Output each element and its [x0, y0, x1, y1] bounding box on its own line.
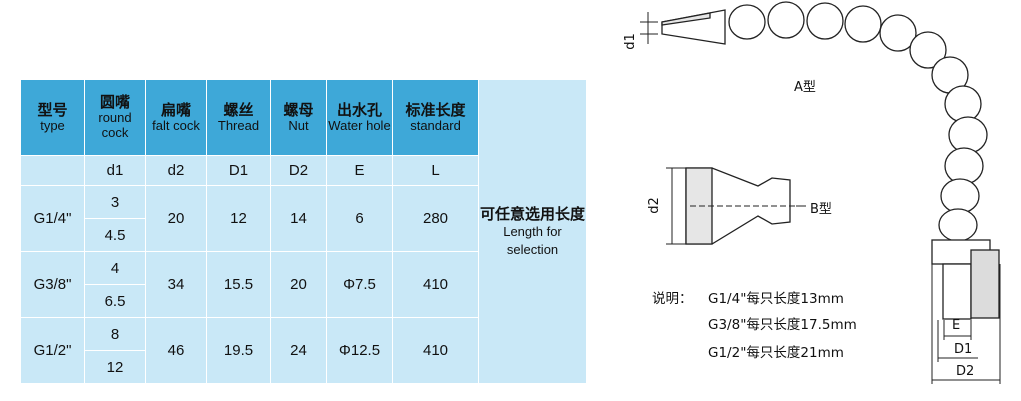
d1-cell: 8: [84, 317, 146, 351]
header-standard-cn: 标准长度: [405, 100, 466, 119]
note-line-1: G1/4"每只长度13mm: [708, 291, 844, 307]
E-cell: 6: [326, 185, 393, 252]
hose-segment: [767, 1, 805, 39]
hose-segment: [944, 147, 984, 185]
header-type-en: type: [40, 117, 65, 133]
label-D1: D1: [954, 342, 973, 357]
hose-segment: [938, 208, 978, 242]
header-flat-cock-en: falt cock: [152, 117, 200, 133]
L-cell: 410: [392, 317, 479, 384]
symbol-d1: d1: [84, 155, 146, 186]
d1-cell: 4: [84, 251, 146, 285]
table-row: 12: [21, 350, 587, 384]
label-E: E: [952, 318, 961, 333]
header-water-hole-cn: 出水孔: [336, 100, 382, 119]
note-line-3: G1/2"每只长度21mm: [708, 345, 844, 361]
d2-cell: 46: [145, 317, 207, 384]
header-round-cock-en: round cock: [98, 110, 132, 140]
header-thread-cn: 螺丝: [223, 100, 254, 119]
hose-segment: [944, 85, 982, 123]
header-round-cock-cn: 圆嘴: [99, 93, 130, 111]
a-type-nozzle: [661, 9, 726, 45]
d1-cell: 4.5: [84, 218, 146, 252]
E-cell: Φ7.5: [326, 251, 393, 318]
note-line-2: G3/8"每只长度17.5mm: [708, 317, 857, 333]
E-cell: Φ12.5: [326, 317, 393, 384]
type-cell: G3/8": [20, 251, 85, 318]
D1-cell: 15.5: [206, 251, 271, 318]
table-row: 6.5: [21, 284, 587, 318]
symbol-d2: d2: [145, 155, 207, 186]
header-type-cn: 型号: [37, 100, 68, 119]
D2-cell: 20: [270, 251, 327, 318]
symbol-cell-empty: [20, 155, 85, 186]
hose-segment: [728, 4, 766, 40]
label-a-type: A型: [794, 80, 816, 95]
d1-cell: 3: [84, 185, 146, 219]
label-D2: D2: [956, 364, 975, 379]
symbol-E: E: [326, 155, 393, 186]
hose-segment: [948, 116, 988, 154]
D2-cell: 14: [270, 185, 327, 252]
type-cell: G1/2": [20, 317, 85, 384]
D1-cell: 19.5: [206, 317, 271, 384]
table-row: G1/2" 8 46 19.5 24 Φ12.5 410: [20, 317, 587, 384]
hose-thread: [942, 263, 972, 320]
header-water-hole-en: Water hole: [328, 117, 391, 133]
thread-hatch: [970, 249, 1000, 319]
symbol-D1: D1: [206, 155, 271, 186]
D1-cell: 12: [206, 185, 271, 252]
header-flat-cock-cn: 扁嘴: [160, 100, 191, 119]
header-nut-cn: 螺母: [283, 100, 314, 119]
hose-segment: [879, 14, 917, 52]
symbol-D2: D2: [270, 155, 327, 186]
header-standard-en: standard: [410, 117, 461, 133]
d1-cell: 12: [84, 350, 146, 384]
hose-segment: [909, 31, 947, 69]
d2-cell: 20: [145, 185, 207, 252]
hose-diagram: d1 A型 d2 B型 E D1 D2 说明： G1/4"每只长度13mm G3…: [600, 0, 1021, 401]
label-b-type: B型: [810, 202, 832, 217]
d2-cell: 34: [145, 251, 207, 318]
symbol-L: L: [392, 155, 479, 186]
L-cell: 410: [392, 251, 479, 318]
label-d2: d2: [646, 197, 662, 214]
side-note-cn: 可任意选用长度: [479, 204, 585, 223]
label-d1: d1: [622, 33, 638, 50]
hose-segment: [844, 5, 882, 43]
d1-cell: 6.5: [84, 284, 146, 318]
table-row: G3/8" 4 34 15.5 20 Φ7.5 410: [20, 251, 587, 318]
hose-segment: [940, 178, 980, 214]
table-row: G1/4" 3 20 12 14 6 280: [20, 185, 587, 252]
nozzle-hatch: [661, 12, 711, 26]
hose-segment: [806, 2, 844, 40]
L-cell: 280: [392, 185, 479, 252]
D2-cell: 24: [270, 317, 327, 384]
hose-drawing: [640, 1, 1001, 384]
header-thread-en: Thread: [217, 117, 260, 133]
side-note-en: Length for selection: [503, 223, 562, 257]
note-prefix: 说明：: [652, 291, 693, 307]
type-cell: G1/4": [20, 185, 85, 252]
header-nut-en: Nut: [288, 117, 309, 133]
